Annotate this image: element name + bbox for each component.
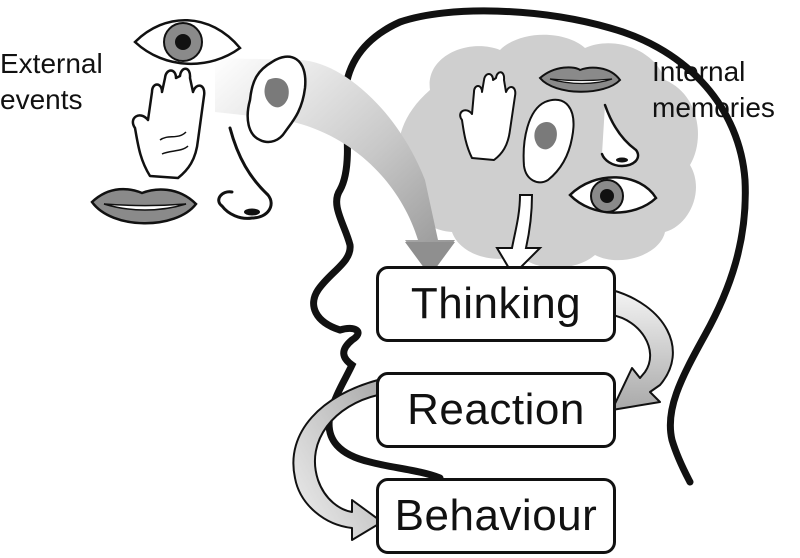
thinking-box: Thinking: [376, 266, 616, 342]
internal-hand-icon: [459, 71, 517, 161]
external-label-line1: External: [0, 48, 103, 79]
internal-mouth-icon: [538, 66, 622, 93]
external-hand-icon: [131, 67, 206, 180]
internal-memories-arrow: [495, 194, 543, 277]
behaviour-label: Behaviour: [394, 491, 598, 540]
internal-label-line1: Internal: [652, 56, 746, 87]
internal-memories-label: Internal memories: [652, 54, 775, 126]
thinking-label: Thinking: [410, 279, 582, 328]
external-arrow-tip: [405, 242, 455, 276]
internal-ear-icon: [522, 98, 575, 184]
external-eye-icon: [133, 19, 242, 65]
reaction-label: Reaction: [407, 385, 585, 434]
behaviour-box: Behaviour: [376, 478, 616, 554]
external-label-line2: events: [0, 84, 83, 115]
reaction-box: Reaction: [376, 372, 616, 448]
internal-nose-icon: [600, 103, 640, 168]
external-ear-icon: [246, 55, 307, 144]
internal-eye-icon: [568, 176, 658, 214]
external-mouth-icon: [90, 187, 198, 225]
external-events-label: External events: [0, 46, 103, 118]
thinking-to-reaction-arrow: [611, 289, 674, 411]
internal-label-line2: memories: [652, 92, 775, 123]
external-nose-icon: [217, 126, 273, 220]
reaction-to-behaviour-arrow: [292, 379, 383, 541]
